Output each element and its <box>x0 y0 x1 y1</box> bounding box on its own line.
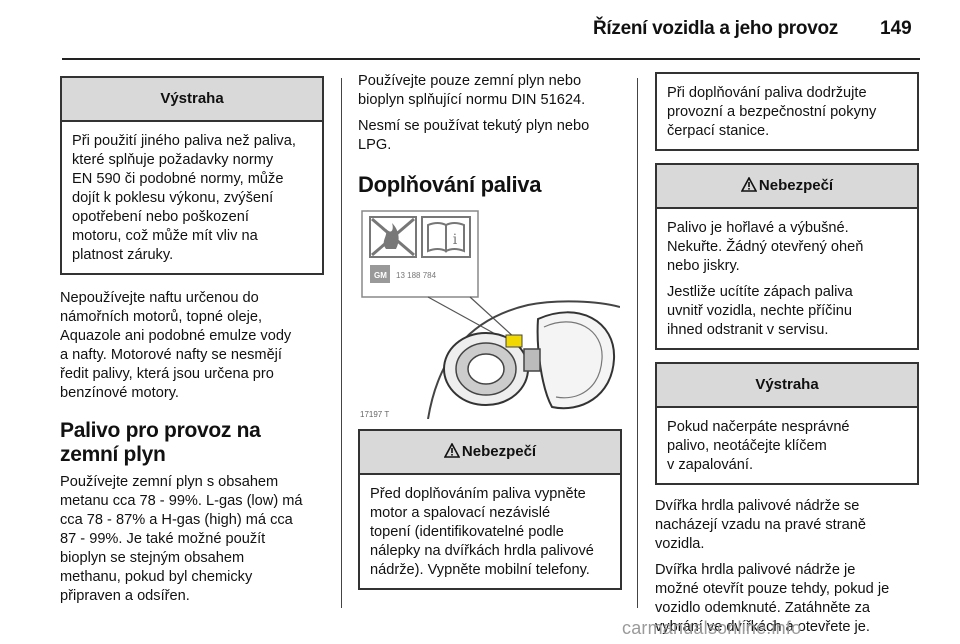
column-1: Výstraha Při použití jiného paliva než p… <box>60 72 324 613</box>
paragraph-no-lpg: Nesmí se používat tekutý plyn nebo LPG. <box>358 118 590 153</box>
warning-box: Výstraha Při použití jiného paliva než p… <box>60 76 324 275</box>
figure-caption: 17197 T <box>360 410 390 419</box>
page-title: Řízení vozidla a jeho provoz <box>593 18 838 39</box>
owner-manual-icon: i <box>421 216 471 258</box>
warning-box-title: Výstraha <box>62 78 322 122</box>
paragraph-din-standard: Používejte pouze zemní plyn nebo bioplyn… <box>358 73 586 108</box>
fuel-door-drawing: i GM 13 188 784 <box>361 210 621 420</box>
danger-box-fuel: Nebezpečí Palivo je hořlavé a výbušné. N… <box>655 163 919 350</box>
danger-box-refuel-body: Před doplňováním paliva vypněte motor a … <box>360 475 620 588</box>
warning-box-body: Při použití jiného paliva než paliva, kt… <box>62 122 322 273</box>
note-box-text: Při doplňování paliva dodržujte provozní… <box>667 85 877 139</box>
note-box: Při doplňování paliva dodržujte provozní… <box>655 72 919 151</box>
danger-box-fuel-text-1: Palivo je hořlavé a výbušné. Nekuřte. Žá… <box>667 220 864 274</box>
danger-box-fuel-text-2: Jestliže ucítíte zápach paliva uvnitř vo… <box>667 284 853 338</box>
footer-watermark: carmanualsonline.info <box>622 618 802 638</box>
sticker-code: 13 188 784 <box>396 271 437 280</box>
no-flames-icon <box>369 216 417 258</box>
door-sticker <box>505 334 523 348</box>
warning-box-ignition-text: Pokud načerpáte nesprávné palivo, neotáč… <box>667 419 850 473</box>
car-body-line <box>427 300 621 420</box>
svg-text:i: i <box>453 232 458 248</box>
warning-triangle-icon <box>740 167 758 209</box>
danger-box-refuel-header: Nebezpečí <box>360 431 620 475</box>
column-3: Při doplňování paliva dodržujte provozní… <box>655 72 919 644</box>
svg-text:GM: GM <box>374 271 387 280</box>
warning-box-ignition-title: Výstraha <box>657 364 917 408</box>
paragraph-diesel: Nepoužívejte naftu určenou do námořních … <box>60 290 292 401</box>
warning-box-ignition: Výstraha Pokud načerpáte nesprávné paliv… <box>655 362 919 485</box>
header-rule <box>62 58 920 60</box>
danger-box-fuel-body: Palivo je hořlavé a výbušné. Nekuřte. Žá… <box>657 209 917 348</box>
danger-box-refuel-title: Nebezpečí <box>461 443 537 460</box>
column-divider-1 <box>341 78 342 608</box>
paragraph-natural-gas: Používejte zemní plyn s obsahem metanu c… <box>60 474 303 604</box>
door-hinge <box>523 348 541 372</box>
warning-box-ignition-body: Pokud načerpáte nesprávné palivo, neotáč… <box>657 408 917 483</box>
page-number: 149 <box>880 18 912 39</box>
gm-logo-icon <box>370 265 390 283</box>
danger-box-fuel-header: Nebezpečí <box>657 165 917 209</box>
danger-box-refuel: Nebezpečí Před doplňováním paliva vypnět… <box>358 429 622 590</box>
column-divider-2 <box>637 78 638 608</box>
fuel-door-illustration: i GM 13 188 784 17197 T <box>358 209 621 420</box>
warning-box-text: Při použití jiného paliva než paliva, kt… <box>72 133 296 263</box>
page-header: Řízení vozidla a jeho provoz 149 <box>0 0 960 60</box>
danger-box-fuel-title: Nebezpečí <box>758 177 834 194</box>
section-heading-natural-gas: Palivo pro provoz na zemní plyn <box>60 419 261 466</box>
section-heading-refueling: Doplňování paliva <box>358 172 542 197</box>
danger-box-refuel-text: Před doplňováním paliva vypněte motor a … <box>370 486 594 578</box>
note-box-body: Při doplňování paliva dodržujte provozní… <box>657 74 917 149</box>
warning-triangle-icon <box>443 433 461 475</box>
column-2: Používejte pouze zemní plyn nebo bioplyn… <box>358 72 622 590</box>
paragraph-door-location: Dvířka hrdla palivové nádrže se nacházej… <box>655 498 866 552</box>
paragraph-door-opening: Dvířka hrdla palivové nádrže je možné ot… <box>655 562 890 635</box>
open-fuel-door <box>536 311 616 410</box>
